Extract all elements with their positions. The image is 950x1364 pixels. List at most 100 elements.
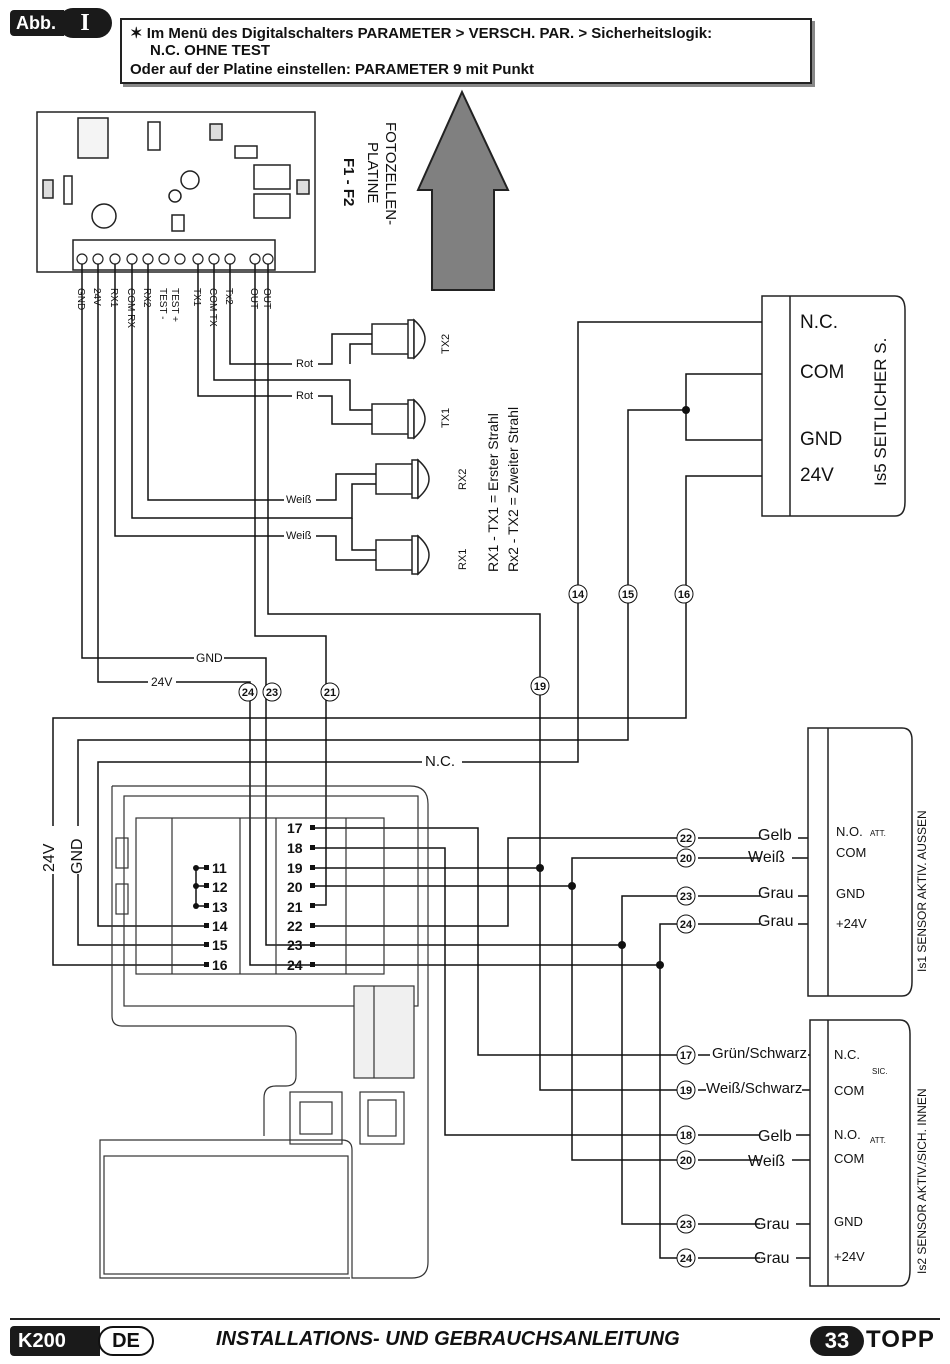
controller-left-terminals: 11 12 13 14 15 16 <box>212 860 228 973</box>
is2-no: N.O. <box>834 1127 861 1142</box>
is2-wire-num-3: 18 <box>680 1130 692 1142</box>
controller-right-terminals: 17 18 19 20 21 22 23 24 <box>287 820 303 973</box>
label-tx2: TX2 <box>440 334 452 354</box>
sensor-is2 <box>809 1019 911 1287</box>
photocell-wires <box>114 264 376 561</box>
model-badge: K200 <box>10 1326 100 1356</box>
side-sensor-is5-labels: N.C. COM GND 24V Is5 SEITLICHER S. <box>800 312 890 486</box>
is2-wire-color-5: Grau <box>754 1216 790 1233</box>
terminal-out-1: OUT <box>248 288 259 309</box>
parameter-note: ✶ Im Menü des Digitalschalters PARAMETER… <box>120 18 812 84</box>
wire-gnd-label: GND <box>196 651 223 665</box>
is2-wire-num-6: 24 <box>680 1253 693 1265</box>
is5-nc: N.C. <box>800 312 838 333</box>
manual-title: INSTALLATIONS- UND GEBRAUCHSANLEITUNG <box>216 1328 680 1350</box>
sensor-is2-labels: N.C. SIC. COM N.O. ATT. COM GND +24V Is2… <box>834 1047 929 1274</box>
terminal-20: 20 <box>287 879 303 895</box>
terminal-15: 15 <box>212 937 228 953</box>
sensor-is1-labels: N.O. ATT. COM GND +24V Is1 SENSOR AKTIV.… <box>836 810 929 972</box>
language-badge: DE <box>98 1326 154 1356</box>
main-wires <box>52 264 828 1259</box>
label-tx1: TX1 <box>440 408 452 428</box>
is1-no: N.O. <box>836 824 863 839</box>
wire-rot-1: Rot <box>296 358 313 370</box>
board-title-3: F1 - F2 <box>340 158 357 206</box>
legend-second-beam: Rx2 - TX2 = Zweiter Strahl <box>505 407 521 572</box>
is5-24v: 24V <box>800 465 834 486</box>
marker-16: 16 <box>678 589 690 601</box>
terminal-test-plus: TEST + <box>169 288 180 322</box>
note-line-3: Oder auf der Platine einstellen: PARAMET… <box>130 61 534 78</box>
terminal-17: 17 <box>287 820 303 836</box>
is1-com: COM <box>836 845 866 860</box>
is2-sic: SIC. <box>872 1067 888 1076</box>
photocell-terminal-labels: GND 24V RX1 COM RX RX2 TEST + TEST - TX1… <box>75 288 272 328</box>
photocell-units <box>371 318 430 576</box>
is1-title: Is1 SENSOR AKTIV. AUSSEN <box>915 810 929 972</box>
wire-gnd-vertical: GND <box>69 838 86 874</box>
terminal-test-minus: TEST - <box>157 288 168 319</box>
terminal-gnd: GND <box>75 288 86 310</box>
marker-23: 23 <box>266 687 278 699</box>
is1-wire-color-3: Grau <box>758 885 794 902</box>
is2-wire-color-4: Weiß <box>748 1153 785 1170</box>
wire-weiss-1: Weiß <box>286 494 312 506</box>
controller-terminal-dots <box>193 825 315 967</box>
terminal-22: 22 <box>287 918 303 934</box>
page-number: 33 <box>810 1326 864 1356</box>
is1-wire-num-3: 23 <box>680 891 692 903</box>
footer-divider <box>10 1318 940 1320</box>
junction-dots <box>536 406 690 969</box>
marker-15: 15 <box>622 589 634 601</box>
terminal-16: 16 <box>212 957 228 973</box>
is2-wire-color-3: Gelb <box>758 1128 792 1145</box>
is1-wire-num-2: 20 <box>680 853 692 865</box>
is2-wire-num-2: 19 <box>680 1085 692 1097</box>
side-sensor-is5 <box>761 295 906 517</box>
terminal-18: 18 <box>287 840 303 856</box>
is2-nc: N.C. <box>834 1047 860 1062</box>
wire-nc-label: N.C. <box>425 753 455 770</box>
sensor-is1 <box>807 727 913 997</box>
wire-rot-2: Rot <box>296 390 313 402</box>
is1-wire-color-2: Weiß <box>748 849 785 866</box>
is1-gnd: GND <box>836 886 865 901</box>
terminal-21: 21 <box>287 899 303 915</box>
photocell-labels: TX2 TX1 RX2 RX1 <box>440 334 469 570</box>
terminal-rx1: RX1 <box>108 288 119 308</box>
sensor-is2-wires: 17 19 18 20 23 24 Grün/Schwarz Weiß/Schw… <box>676 1045 807 1268</box>
marker-14: 14 <box>572 589 585 601</box>
wire-24v-label: 24V <box>151 675 172 689</box>
is2-com-1: COM <box>834 1083 864 1098</box>
marker-19: 19 <box>534 681 546 693</box>
is2-wire-color-2: Weiß/Schwarz <box>706 1080 802 1097</box>
marker-21: 21 <box>324 687 336 699</box>
is2-wire-color-6: Grau <box>754 1250 790 1267</box>
terminal-24: 24 <box>287 957 303 973</box>
legend-first-beam: RX1 - TX1 = Erster Strahl <box>485 413 501 572</box>
is2-title: Is2 SENSOR AKTIV./SICH. INNEN <box>915 1088 929 1274</box>
is1-wire-color-1: Gelb <box>758 827 792 844</box>
photocell-wire-labels: Rot Rot Weiß Weiß <box>284 356 318 542</box>
beam-legend: RX1 - TX1 = Erster Strahl Rx2 - TX2 = Zw… <box>485 407 521 572</box>
is2-24v: +24V <box>834 1249 865 1264</box>
terminal-12: 12 <box>212 879 228 895</box>
is1-wire-num-4: 24 <box>680 919 693 931</box>
terminal-tx1: TX1 <box>191 288 202 307</box>
is1-att: ATT. <box>870 829 886 838</box>
sensor-is1-wires: 22 20 23 24 Gelb Weiß Grau Grau <box>676 827 794 934</box>
terminal-19: 19 <box>287 860 303 876</box>
photocell-board <box>36 111 316 273</box>
terminal-11: 11 <box>212 860 227 876</box>
label-rx2: RX2 <box>457 469 469 490</box>
board-title-2: PLATINE <box>364 142 381 203</box>
terminal-tx2: Tx2 <box>223 288 234 305</box>
wire-weiss-2: Weiß <box>286 530 312 542</box>
terminal-com-tx: COM TX <box>207 288 218 327</box>
controller-housing <box>99 785 429 1279</box>
board-title-1: FOTOZELLEN- <box>382 122 399 225</box>
figure-label: Abb. <box>10 10 64 36</box>
photocell-board-title: FOTOZELLEN- PLATINE F1 - F2 <box>340 122 399 225</box>
is2-wire-num-1: 17 <box>680 1050 692 1062</box>
is5-title: Is5 SEITLICHER S. <box>871 338 890 486</box>
